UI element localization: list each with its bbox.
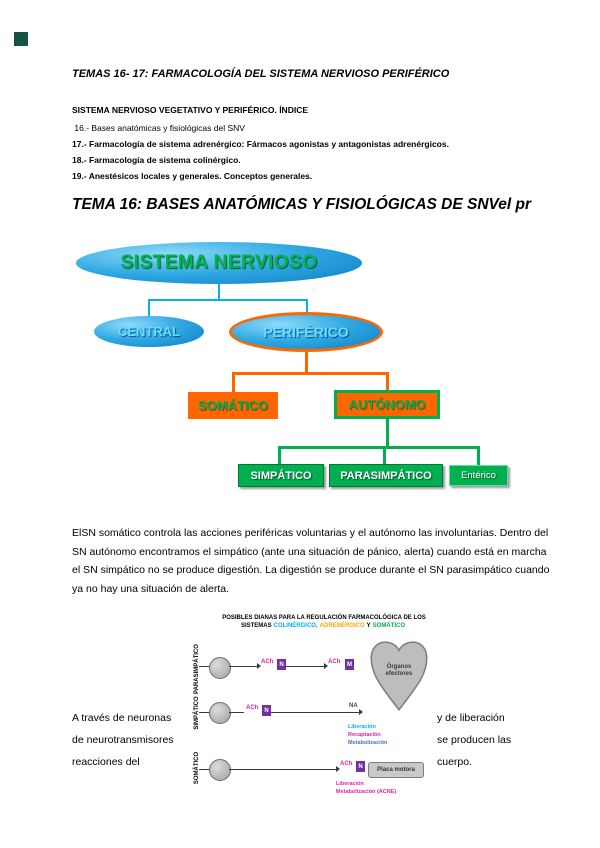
arrowhead bbox=[324, 663, 328, 669]
section-heading: TEMA 16: BASES ANATÓMICAS Y FISIOLÓGICAS… bbox=[72, 196, 532, 213]
node-parasimpatico: PARASIMPÁTICO bbox=[329, 464, 443, 487]
connector-line bbox=[477, 446, 480, 466]
arrowhead bbox=[359, 709, 363, 715]
connector-line bbox=[386, 372, 389, 391]
node-simpatico: SIMPÁTICO bbox=[238, 464, 324, 487]
connector-line bbox=[278, 446, 281, 465]
document-title: TEMAS 16- 17: FARMACOLOGÍA DEL SISTEMA N… bbox=[72, 68, 450, 80]
node-sistema-nervioso-label: SISTEMA NERVIOSO bbox=[120, 252, 318, 273]
legend-liberacion: Liberación bbox=[348, 724, 376, 730]
index-item-19: 19.- Anestésicos locales y generales. Co… bbox=[72, 171, 313, 181]
index-heading: SISTEMA NERVIOSO VEGETATIVO Y PERIFÉRICO… bbox=[72, 105, 308, 115]
node-somatico: SOMÁTICO bbox=[188, 392, 278, 419]
neurotransmitter-label: ACh bbox=[246, 705, 259, 711]
connector-line bbox=[386, 419, 389, 449]
connector-line bbox=[306, 299, 308, 314]
legend-metabolizacion-acne: Metabolización (ACNE) bbox=[336, 789, 397, 795]
index-item-17: 17.- Farmacología de sistema adrenérgico… bbox=[72, 139, 449, 149]
figure-row-label-somatico: SOMÁTICO bbox=[194, 751, 200, 785]
axon-line bbox=[286, 666, 324, 667]
legend-metabolizacion: Metabolización bbox=[348, 740, 388, 746]
connector-line bbox=[148, 299, 150, 318]
wrap-text-left: A través de neuronas bbox=[72, 712, 172, 724]
axon-line bbox=[229, 712, 244, 713]
body-paragraph: ElSN somático controla las acciones peri… bbox=[72, 527, 550, 595]
connector-line bbox=[148, 299, 308, 301]
neurotransmitter-label: ACh bbox=[261, 659, 274, 665]
dendrite-line bbox=[199, 666, 209, 667]
arrowhead bbox=[336, 766, 340, 772]
connector-line bbox=[383, 446, 386, 465]
receptor-n-box: N bbox=[262, 705, 271, 716]
legend-recaptacion: Recaptación bbox=[348, 732, 381, 738]
wrap-text-left: reacciones del bbox=[72, 756, 140, 768]
axon-line bbox=[271, 712, 359, 713]
neurotransmitter-label: ACh bbox=[328, 659, 341, 665]
neurotransmitter-label: ACh bbox=[340, 761, 353, 767]
node-central-label: CENTRAL bbox=[117, 324, 181, 339]
figure-title-y: Y bbox=[366, 622, 371, 629]
index-item-16: 16.- Bases anatómicas y fisiológicas del… bbox=[72, 123, 245, 133]
connector-line bbox=[232, 372, 389, 375]
figure-title: POSIBLES DIANAS PARA LA REGULACIÓN FARMA… bbox=[198, 615, 450, 630]
neuron-soma bbox=[209, 759, 231, 781]
axon-line bbox=[229, 769, 336, 770]
figure-title-colinergico: COLINÉRGICO, bbox=[273, 622, 318, 629]
connector-line bbox=[305, 352, 308, 374]
connector-line bbox=[232, 372, 235, 393]
node-autonomo: AUTÓNOMO bbox=[334, 390, 440, 419]
node-periferico: PERIFÉRICO bbox=[229, 312, 383, 352]
figure-row-label-parasimpatico: PARASIMPÁTICO bbox=[194, 644, 200, 694]
neuron-soma bbox=[209, 657, 231, 679]
index-item-18: 18.- Farmacología de sistema colinérgico… bbox=[72, 155, 241, 165]
connector-line bbox=[218, 283, 220, 301]
node-enterico: Entérico bbox=[449, 465, 508, 486]
wrap-text-right: se producen las bbox=[437, 734, 512, 746]
neurotransmitter-label: NA bbox=[349, 703, 358, 709]
arrowhead bbox=[257, 663, 261, 669]
legend-liberacion-2: Liberación bbox=[336, 781, 364, 787]
effector-organ-shape bbox=[370, 641, 428, 712]
receptor-m-box: M bbox=[345, 659, 354, 670]
figure-title-line1: POSIBLES DIANAS PARA LA REGULACIÓN FARMA… bbox=[222, 615, 426, 621]
connector-line bbox=[278, 446, 479, 449]
receptor-n-box: N bbox=[277, 659, 286, 670]
wrap-text-right: cuerpo. bbox=[437, 756, 473, 768]
figure-row-label-simpatico: SIMPÁTICO bbox=[194, 696, 200, 730]
figure-title-adrenergico: ADRENÉRGICO bbox=[319, 622, 365, 629]
node-periferico-label: PERIFÉRICO bbox=[263, 324, 349, 340]
receptor-n-box: N bbox=[356, 761, 365, 772]
wrap-text-left: de neurotransmisores bbox=[72, 734, 174, 746]
motor-endplate-box: Placa motora bbox=[368, 762, 424, 778]
figure-title-sistemas: SISTEMAS bbox=[240, 622, 272, 629]
wrap-text-right: y de liberación bbox=[437, 712, 505, 724]
node-central: CENTRAL bbox=[94, 316, 204, 347]
axon-line bbox=[229, 666, 257, 667]
figure-title-somatico: SOMÁTICO bbox=[372, 622, 406, 629]
dendrite-line bbox=[199, 712, 209, 713]
dendrite-line bbox=[199, 769, 209, 770]
node-sistema-nervioso: SISTEMA NERVIOSO bbox=[76, 242, 362, 284]
effector-organ-label: Órganos efectores bbox=[385, 664, 413, 677]
corner-logo-mark bbox=[14, 32, 28, 46]
neuron-soma bbox=[209, 702, 231, 724]
